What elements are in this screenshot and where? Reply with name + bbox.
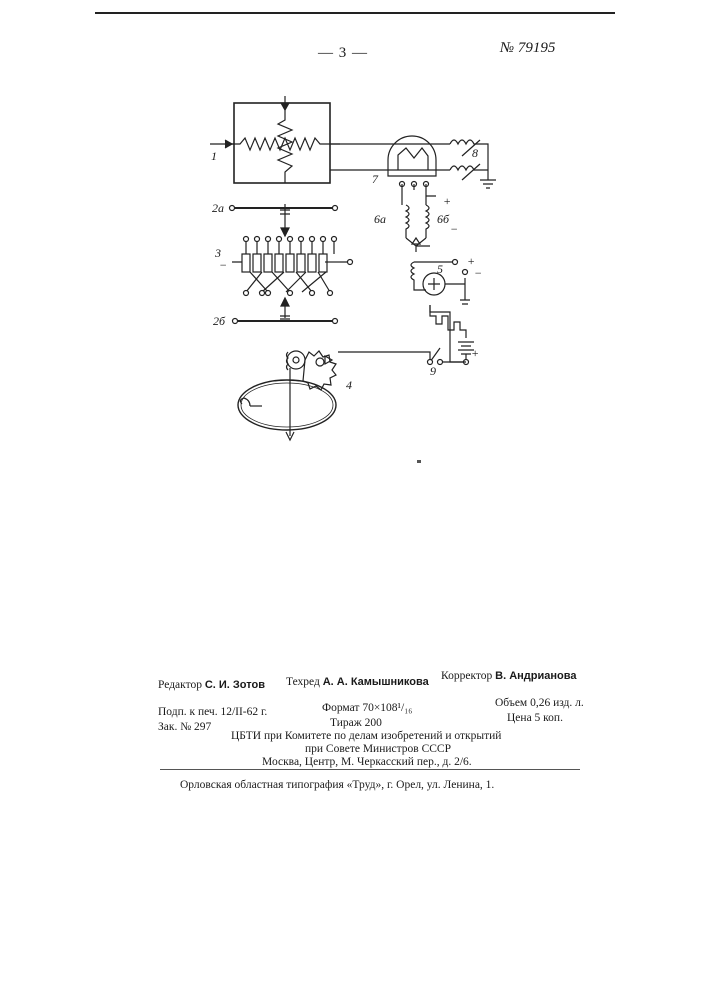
- minus-sign-tube: −: [474, 266, 482, 281]
- stray-mark: [417, 460, 421, 463]
- plus-sign-lamp: +: [443, 194, 451, 209]
- label-8: 8: [472, 146, 478, 161]
- imprint-corrector-line: Корректор В. Андрианова: [441, 670, 576, 682]
- imprint-editor-line: Редактор С. И. Зотов: [158, 679, 265, 691]
- imprint-price: Цена 5 коп.: [507, 712, 563, 724]
- vessel: [238, 380, 336, 430]
- coil-8-lower: [450, 166, 488, 170]
- imprint-volume: Объем 0,26 изд. л.: [495, 697, 584, 709]
- imprint-divider: [160, 769, 580, 770]
- lamp-7-filament: [398, 148, 428, 170]
- lamp-leads: [402, 184, 436, 205]
- label-5: 5: [437, 262, 443, 277]
- label-6a: 6а: [374, 212, 386, 227]
- drive-line: [338, 348, 440, 362]
- label-4: 4: [346, 378, 352, 393]
- gear-4-large: [303, 351, 336, 390]
- gear-4-small: [287, 351, 305, 369]
- imprint-order: Зак. № 297: [158, 721, 211, 733]
- label-2a: 2а: [212, 201, 224, 216]
- techred-label: Техред: [286, 676, 320, 688]
- imprint-format: Формат 70×108¹/₁₆: [322, 702, 412, 714]
- ground-line: [480, 172, 496, 188]
- label-1: 1: [211, 149, 217, 164]
- imprint-signed: Подп. к печ. 12/II-62 г.: [158, 706, 267, 718]
- minus-sign-lamp: −: [450, 222, 458, 237]
- diode-triangle: [412, 238, 420, 244]
- editor-name: С. И. Зотов: [205, 679, 265, 691]
- imprint-address: Москва, Центр, М. Черкасский пер., д. 2/…: [262, 756, 472, 768]
- rheostat-arrow-top: [281, 103, 289, 110]
- techred-name: А. А. Камышникова: [323, 676, 429, 688]
- imprint-org-line2: при Совете Министров СССР: [305, 743, 451, 755]
- imprint-org-line1: ЦБТИ при Комитете по делам изобретений и…: [231, 730, 501, 742]
- imprint-printer: Орловская областная типография «Труд», г…: [180, 779, 494, 791]
- imprint-techred-line: Техред А. А. Камышникова: [286, 676, 429, 688]
- label-9: 9: [430, 364, 436, 379]
- minus-sign-3: −: [219, 258, 227, 273]
- coil-6a: [406, 205, 409, 238]
- label-2b: 2б: [213, 314, 225, 329]
- corrector-label: Корректор: [441, 670, 492, 682]
- imprint-circulation: Тираж 200: [330, 717, 382, 729]
- label-7: 7: [372, 172, 378, 187]
- resistor-ladder: [232, 240, 350, 292]
- editor-label: Редактор: [158, 679, 202, 691]
- arrow-in-1: [225, 140, 232, 148]
- plus-sign-battery: +: [471, 346, 479, 361]
- resistor-chain: [430, 305, 466, 338]
- label-6b: 6б: [437, 212, 449, 227]
- rheostat-box: [234, 103, 330, 183]
- vessel-handle: [240, 398, 250, 406]
- coil-6b: [426, 205, 429, 238]
- corrector-name: В. Андрианова: [495, 670, 576, 682]
